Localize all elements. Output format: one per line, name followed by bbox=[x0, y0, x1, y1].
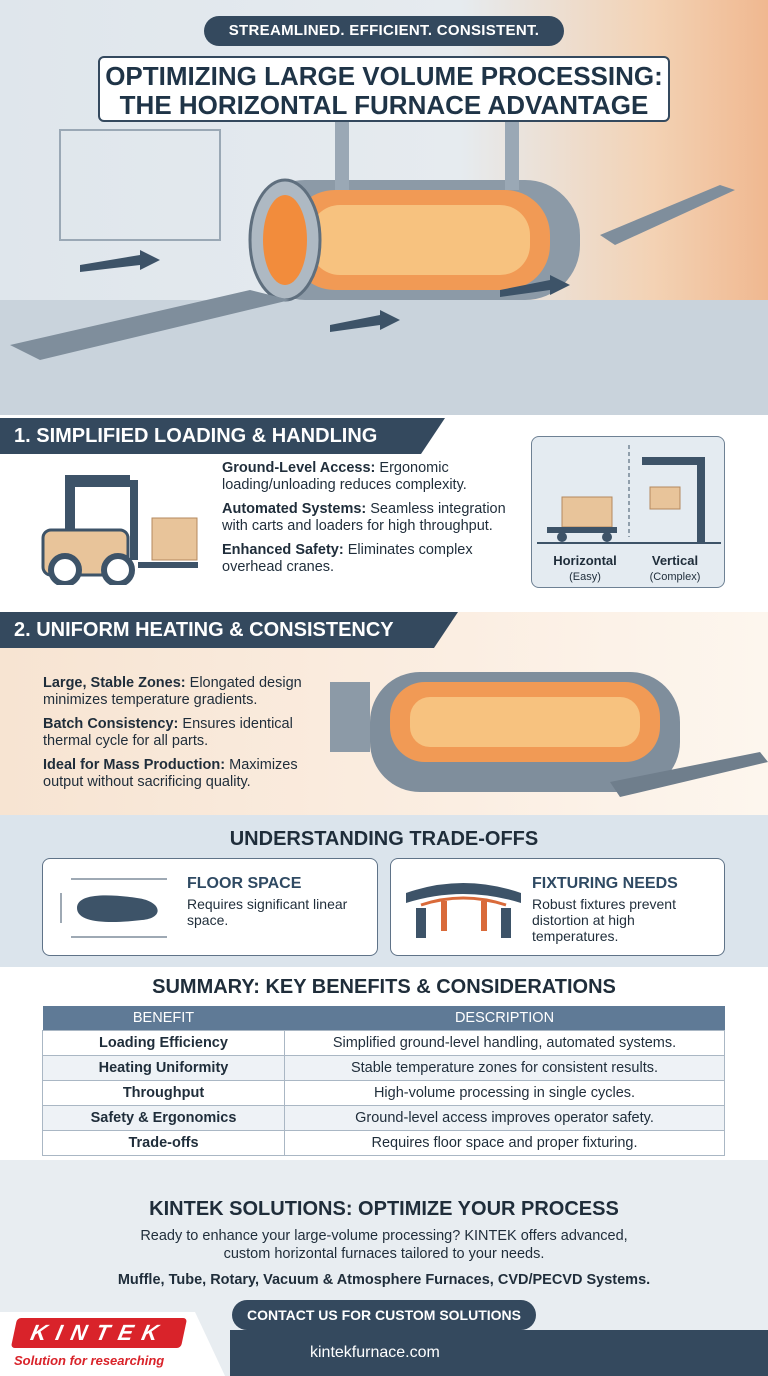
card-fixturing-needs: FIXTURING NEEDS Robust fixtures prevent … bbox=[390, 858, 725, 956]
forklift-icon bbox=[41, 475, 198, 585]
section-1-points: Ground-Level Access: Ergonomic loading/u… bbox=[222, 460, 512, 583]
horizontal-label: Horizontal(Easy) bbox=[553, 553, 617, 583]
tagline-badge: STREAMLINED. EFFICIENT. CONSISTENT. bbox=[204, 16, 564, 46]
kintek-logo: KINTEK bbox=[10, 1318, 188, 1348]
furnace-conveyor-illustration bbox=[330, 672, 768, 797]
card-floor-space: FLOOR SPACE Requires significant linear … bbox=[42, 858, 378, 956]
point-batch-consistency: Batch Consistency: Ensures identical the… bbox=[43, 716, 293, 749]
page-title: OPTIMIZING LARGE VOLUME PROCESSING: THE … bbox=[98, 56, 670, 122]
footprint-dimension-icon bbox=[60, 878, 167, 938]
website-link[interactable]: kintekfurnace.com bbox=[230, 1330, 768, 1376]
summary-title: SUMMARY: KEY BENEFITS & CONSIDERATIONS bbox=[152, 976, 616, 998]
footer-text: Ready to enhance your large-volume proce… bbox=[140, 1228, 628, 1262]
horizontal-furnace-illustration bbox=[0, 70, 768, 415]
cart-and-crane-icon bbox=[537, 445, 721, 544]
point-mass-production: Ideal for Mass Production: Maximizes out… bbox=[43, 757, 298, 790]
section-2-header: 2. UNIFORM HEATING & CONSISTENCY bbox=[0, 612, 458, 648]
logo-slogan: Solution for researching bbox=[14, 1353, 165, 1368]
point-ground-level-access: Ground-Level Access: Ergonomic loading/u… bbox=[222, 460, 467, 493]
point-automated-systems: Automated Systems: Seamless integration … bbox=[222, 501, 506, 534]
section-2-points: Large, Stable Zones: Elongated design mi… bbox=[43, 675, 333, 798]
vertical-label: Vertical(Complex) bbox=[649, 553, 701, 583]
floor-space-title: FLOOR SPACE bbox=[187, 875, 302, 892]
horizontal-vs-vertical-comparison: Horizontal(Easy) Vertical(Complex) bbox=[531, 436, 725, 588]
fixturing-title: FIXTURING NEEDS bbox=[532, 875, 678, 892]
column-description: DESCRIPTION bbox=[284, 1006, 725, 1030]
column-benefit: BENEFIT bbox=[42, 1006, 285, 1030]
point-enhanced-safety: Enhanced Safety: Eliminates complex over… bbox=[222, 542, 473, 575]
floor-space-text: Requires significant linear space. bbox=[187, 896, 348, 928]
contact-us-button[interactable]: CONTACT US FOR CUSTOM SOLUTIONS bbox=[232, 1300, 536, 1330]
footer-title: KINTEK SOLUTIONS: OPTIMIZE YOUR PROCESS bbox=[149, 1198, 619, 1220]
fixturing-text: Robust fixtures prevent distortion at hi… bbox=[532, 896, 676, 944]
logo-panel: KINTEK Solution for researching bbox=[0, 1312, 225, 1376]
hero-illustration: STREAMLINED. EFFICIENT. CONSISTENT. OPTI… bbox=[0, 0, 768, 415]
point-stable-zones: Large, Stable Zones: Elongated design mi… bbox=[43, 675, 302, 708]
title-line-2: THE HORIZONTAL FURNACE ADVANTAGE bbox=[119, 90, 649, 120]
tradeoffs-title: UNDERSTANDING TRADE-OFFS bbox=[229, 828, 539, 850]
title-line-1: OPTIMIZING LARGE VOLUME PROCESSING: bbox=[105, 61, 663, 91]
footer-products: Muffle, Tube, Rotary, Vacuum & Atmospher… bbox=[117, 1272, 651, 1288]
section-1-header: 1. SIMPLIFIED LOADING & HANDLING bbox=[0, 418, 445, 454]
bending-beam-icon bbox=[406, 883, 521, 938]
